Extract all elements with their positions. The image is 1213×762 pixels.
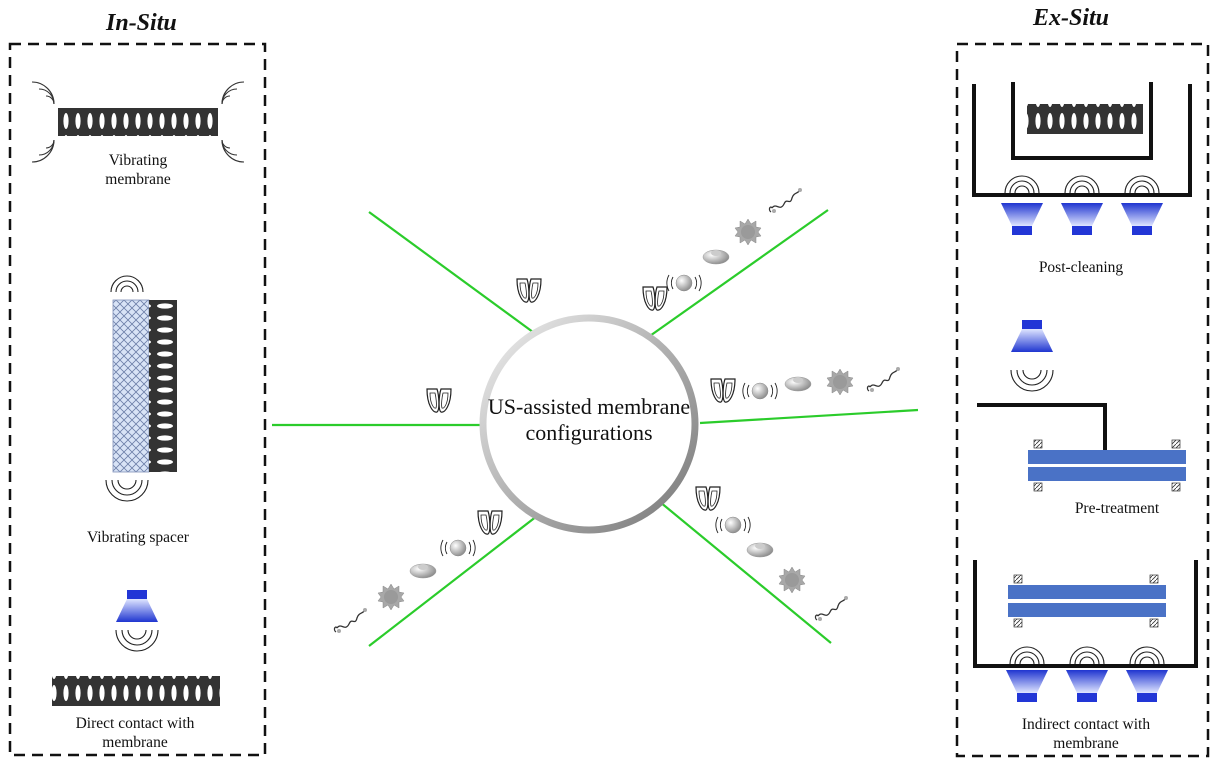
connector-lines (272, 209, 919, 647)
pre-treatment-illustration (977, 320, 1186, 492)
direct-contact-label: Direct contact with membrane (75, 715, 195, 751)
direct-contact-illustration (52, 590, 220, 706)
connector-lower-left (368, 515, 538, 647)
particles-left (426, 388, 452, 413)
connector-lower-right (659, 501, 832, 644)
indirect-contact-label: Indirect contact with membrane (1021, 716, 1151, 752)
ex-situ-heading: Ex-Situ (1033, 5, 1110, 31)
center-circle (479, 314, 699, 534)
post-cleaning-label: Post-cleaning (1038, 259, 1124, 276)
particles-lower-right (695, 486, 849, 622)
in-situ-heading: In-Situ (106, 10, 177, 36)
connector-right (699, 408, 919, 425)
in-situ-box (8, 42, 267, 757)
particles-right (710, 366, 901, 403)
vibrating-spacer-label: Vibrating spacer (87, 529, 189, 546)
indirect-contact-illustration (973, 560, 1198, 702)
center-label: US-assisted membrane configurations (487, 394, 691, 445)
connector-upper-left (368, 211, 538, 336)
particles-upper-right (642, 187, 803, 311)
vibrating-spacer-illustration (105, 275, 177, 502)
vibrating-membrane-label: Vibrating membrane (105, 152, 171, 188)
connector-upper-right (646, 209, 829, 339)
ex-situ-box (955, 42, 1210, 758)
pre-treatment-label: Pre-treatment (1074, 500, 1160, 517)
vibrating-membrane-illustration (31, 81, 245, 163)
particles-lower-left (333, 510, 503, 634)
particles-upper-left (516, 278, 542, 303)
post-cleaning-illustration (972, 82, 1192, 235)
